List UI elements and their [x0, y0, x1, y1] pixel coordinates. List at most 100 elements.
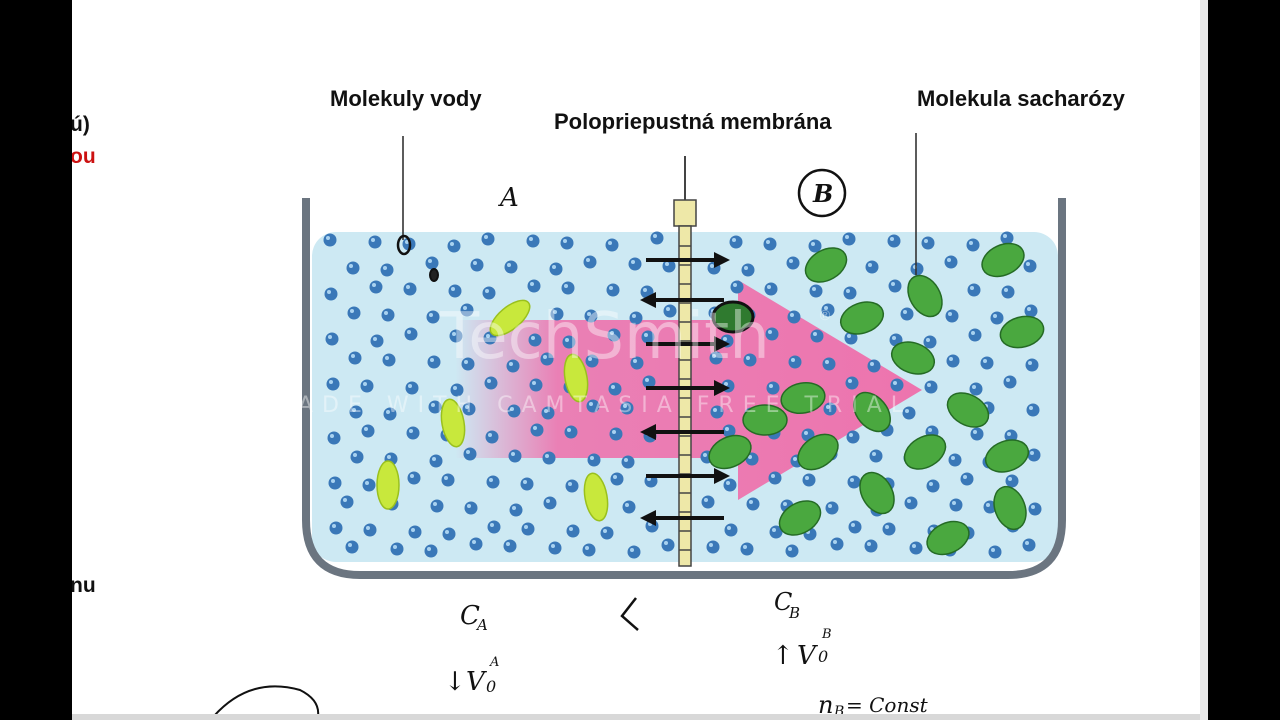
water-molecule [346, 261, 360, 275]
water-molecule-highlight [709, 543, 713, 547]
watermark-brand: TechSmith [439, 300, 770, 374]
water-molecule-highlight [766, 240, 770, 244]
water-molecule-highlight [611, 385, 615, 389]
water-molecule-highlight [529, 237, 533, 241]
water-molecule [470, 258, 484, 272]
water-molecule [650, 231, 664, 245]
water-molecule [442, 527, 456, 541]
water-molecule-highlight [463, 306, 467, 310]
water-molecule-highlight [665, 262, 669, 266]
water-molecule-highlight [590, 456, 594, 460]
water-molecule-highlight [1025, 541, 1029, 545]
sucrose-molecule [839, 301, 885, 335]
water-molecule-highlight [353, 453, 357, 457]
vol-a-sup: A [489, 655, 499, 670]
water-molecule-highlight [867, 542, 871, 546]
water-molecule [504, 260, 518, 274]
water-molecule-highlight [366, 526, 370, 530]
water-molecule-highlight [643, 288, 647, 292]
water-molecule [967, 283, 981, 297]
water-molecule-highlight [805, 476, 809, 480]
water-molecule-highlight [804, 431, 808, 435]
water-molecule [843, 286, 857, 300]
sucrose-molecule [999, 315, 1045, 349]
container-vessel [302, 198, 1066, 579]
water-molecule-highlight [630, 548, 634, 552]
water-molecule [408, 525, 422, 539]
water-molecule-highlight [523, 480, 527, 484]
water-molecule-highlight [1007, 432, 1011, 436]
water-molecule [610, 472, 624, 486]
water-molecule [347, 306, 361, 320]
vol-a-sub: 0 [486, 677, 496, 696]
water-molecule-highlight [732, 238, 736, 242]
vol-b-sub: 0 [818, 647, 828, 666]
water-molecule [340, 495, 354, 509]
water-molecule-highlight [951, 456, 955, 460]
water-molecule [348, 351, 362, 365]
water-molecule-highlight [608, 241, 612, 245]
water-molecule [724, 523, 738, 537]
water-molecule [329, 521, 343, 535]
water-molecule-highlight [444, 476, 448, 480]
water-molecule-highlight [791, 358, 795, 362]
water-molecule-highlight [826, 405, 830, 409]
arrow-left [640, 424, 724, 440]
water-molecule-highlight [828, 504, 832, 508]
water-molecule-highlight [768, 330, 772, 334]
water-molecule [363, 523, 377, 537]
water-molecule [1000, 231, 1014, 245]
water-molecule-highlight [467, 504, 471, 508]
cut-off-text-line-3: nu [72, 574, 96, 597]
water-molecule [464, 501, 478, 515]
water-molecule-highlight [952, 501, 956, 505]
water-molecule-highlight [851, 523, 855, 527]
water-molecule-highlight [465, 405, 469, 409]
water-molecule-highlight [849, 433, 853, 437]
water-molecule-highlight [326, 236, 330, 240]
water-molecule [926, 479, 940, 493]
water-molecule-highlight [565, 338, 569, 342]
water-molecule-highlight [603, 529, 607, 533]
water-molecule [527, 279, 541, 293]
water-molecule [830, 537, 844, 551]
water-molecule [621, 455, 635, 469]
water-molecule [561, 281, 575, 295]
water-molecule-highlight [351, 354, 355, 358]
water-molecule [503, 539, 517, 553]
water-molecule-highlight [972, 385, 976, 389]
water-molecule-highlight [545, 454, 549, 458]
watermark-subtitle: MADE WITH CAMTASIA FREE TRIAL [270, 393, 912, 418]
water-molecule-highlight [408, 384, 412, 388]
water-molecule [787, 310, 801, 324]
water-molecule [969, 382, 983, 396]
water-molecule-highlight [845, 235, 849, 239]
water-molecule-highlight [632, 314, 636, 318]
sucrose-molecule [853, 391, 891, 433]
water-molecule-highlight [971, 331, 975, 335]
water-molecule-highlight [812, 287, 816, 291]
water-molecule [565, 479, 579, 493]
water-molecule-highlight [744, 266, 748, 270]
water-molecule [426, 310, 440, 324]
sucrose-molecule [926, 520, 970, 556]
water-molecule [822, 357, 836, 371]
water-molecule-highlight [350, 309, 354, 313]
water-molecule [627, 545, 641, 559]
water-molecule-highlight [1030, 451, 1034, 455]
water-molecule-highlight [563, 239, 567, 243]
water-molecule-highlight [704, 498, 708, 502]
water-molecule-highlight [386, 410, 390, 414]
water-molecule [910, 262, 924, 276]
water-molecule-highlight [848, 379, 852, 383]
water-molecule-highlight [748, 455, 752, 459]
water-molecule [802, 473, 816, 487]
water-molecule [1027, 448, 1041, 462]
water-molecule-highlight [970, 286, 974, 290]
water-molecule-highlight [546, 499, 550, 503]
water-molecule [966, 238, 980, 252]
water-molecule-highlight [983, 359, 987, 363]
water-molecule [867, 359, 881, 373]
water-molecule-highlight [332, 524, 336, 528]
water-molecule [622, 500, 636, 514]
